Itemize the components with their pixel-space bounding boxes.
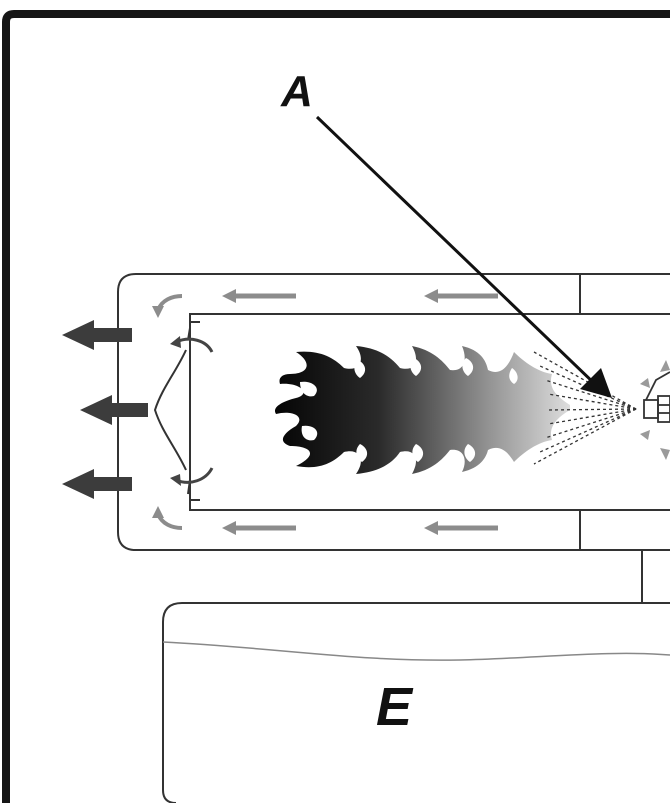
airflow-arrow-top-2 — [424, 289, 498, 303]
label-a: A — [280, 67, 313, 116]
airflow-arrow-bottom-2 — [424, 521, 498, 535]
deflector-bracket-top — [189, 321, 200, 340]
outer-frame — [2, 10, 670, 803]
exhaust-arrow-bottom — [62, 469, 132, 499]
fuel-nozzle — [643, 371, 670, 423]
flame — [274, 346, 570, 474]
label-e: E — [376, 677, 414, 737]
exhaust-arrow-middle — [80, 395, 148, 425]
flame-cutouts — [300, 358, 518, 462]
label-a-pointer — [315, 115, 599, 388]
fuel-level-line — [162, 641, 670, 661]
airflow-arrow-bottom-1 — [222, 521, 296, 535]
corner-airflow-arrow-bottom-head — [152, 506, 164, 518]
airflow-arrow-top-1 — [222, 289, 296, 303]
exhaust-arrow-top — [62, 320, 132, 350]
fuel-tank — [162, 602, 670, 803]
nozzle-air-arrows — [640, 360, 670, 460]
deflector-flow-arrow-bottom-head — [170, 474, 181, 486]
deflector-bracket-bottom — [189, 480, 200, 501]
front-deflector — [153, 327, 191, 495]
combustion-chamber — [189, 313, 670, 511]
deflector-flow-arrow-top — [175, 337, 214, 353]
deflector-flow-arrow-bottom — [175, 467, 214, 484]
corner-airflow-arrow-top-head — [152, 306, 164, 318]
deflector-flow-arrow-top-head — [170, 336, 181, 348]
label-a-pointer-head — [580, 368, 612, 398]
fuel-spray — [533, 351, 637, 465]
